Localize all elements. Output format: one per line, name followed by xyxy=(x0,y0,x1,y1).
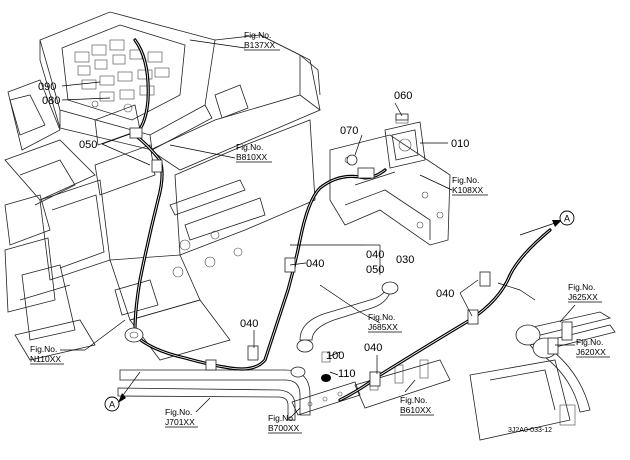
callout-090: 090 xyxy=(38,81,56,93)
fig-label: Fig.No. xyxy=(165,407,192,417)
callout-040: 040 xyxy=(306,258,324,270)
wire-harness xyxy=(124,38,552,402)
fig-label: Fig.No. xyxy=(244,30,271,40)
fig-label: Fig.No. xyxy=(576,337,603,347)
arrow-a-right-circle xyxy=(559,210,575,226)
fig-number: B610XX xyxy=(400,405,432,415)
fig-label: Fig.No. xyxy=(236,142,263,152)
callout-080: 080 xyxy=(42,95,60,107)
fig-ref-n110: Fig.No. N110XX xyxy=(30,344,64,365)
arrow-a-right-label: A xyxy=(564,214,570,224)
fig-number: N110XX xyxy=(30,354,61,364)
callout-040: 040 xyxy=(436,288,454,300)
part-callouts: 090 080 050 060 070 010 040 040 050 030 … xyxy=(38,81,469,380)
fig-label: Fig.No. xyxy=(30,344,57,354)
fig-number: B810XX xyxy=(236,152,268,162)
fig-label: Fig.No. xyxy=(452,175,479,185)
fig-ref-k108: Fig.No. K108XX xyxy=(452,175,488,196)
fig-ref-j701: Fig.No. J701XX xyxy=(165,407,198,428)
fig-label: Fig.No. xyxy=(400,395,427,405)
callout-040: 040 xyxy=(364,342,382,354)
figure-references: Fig.No. B137XX Fig.No. B810XX Fig.No. K1… xyxy=(30,30,610,434)
callout-030: 030 xyxy=(396,254,414,266)
fig-number: K108XX xyxy=(452,185,484,195)
fig-ref-j685: Fig.No. J685XX xyxy=(368,312,402,333)
fig-number: J620XX xyxy=(576,347,606,357)
fig-number: B700XX xyxy=(268,423,300,433)
fig-ref-j620: Fig.No. J620XX xyxy=(576,337,610,358)
callout-100: 100 xyxy=(326,350,344,362)
callout-070: 070 xyxy=(340,125,358,137)
fig-number: J625XX xyxy=(568,292,598,302)
fig-ref-b700: Fig.No. B700XX xyxy=(268,413,302,434)
callout-010: 010 xyxy=(451,138,469,150)
fig-ref-b137: Fig.No. B137XX xyxy=(244,30,280,51)
fig-ref-b610: Fig.No. B610XX xyxy=(400,395,434,416)
fig-label: Fig.No. xyxy=(268,413,295,423)
hydraulic-pipes xyxy=(117,281,616,441)
callout-040: 040 xyxy=(240,318,258,330)
callout-040: 040 xyxy=(366,249,384,261)
fig-label: Fig.No. xyxy=(368,312,395,322)
fig-label: Fig.No. xyxy=(568,282,595,292)
callout-050: 050 xyxy=(366,264,384,276)
fig-number: B137XX xyxy=(244,40,276,50)
leader-lines xyxy=(60,39,576,419)
callout-060: 060 xyxy=(394,90,412,102)
arrow-a-left-label: A xyxy=(109,400,115,410)
fig-ref-b810: Fig.No. B810XX xyxy=(236,142,272,163)
arrow-a-left-circle xyxy=(104,396,120,412)
machine-frame-outline xyxy=(4,11,451,361)
drawing-reference-code: 3J2A0-033-12 xyxy=(508,427,552,434)
fig-ref-j625: Fig.No. J625XX xyxy=(568,282,602,303)
callout-110: 110 xyxy=(338,368,356,380)
callout-050: 050 xyxy=(79,139,97,151)
fig-number: J685XX xyxy=(368,322,398,332)
fig-number: J701XX xyxy=(165,417,195,427)
control-board xyxy=(74,39,170,113)
arrow-indicators: A A xyxy=(104,210,575,412)
